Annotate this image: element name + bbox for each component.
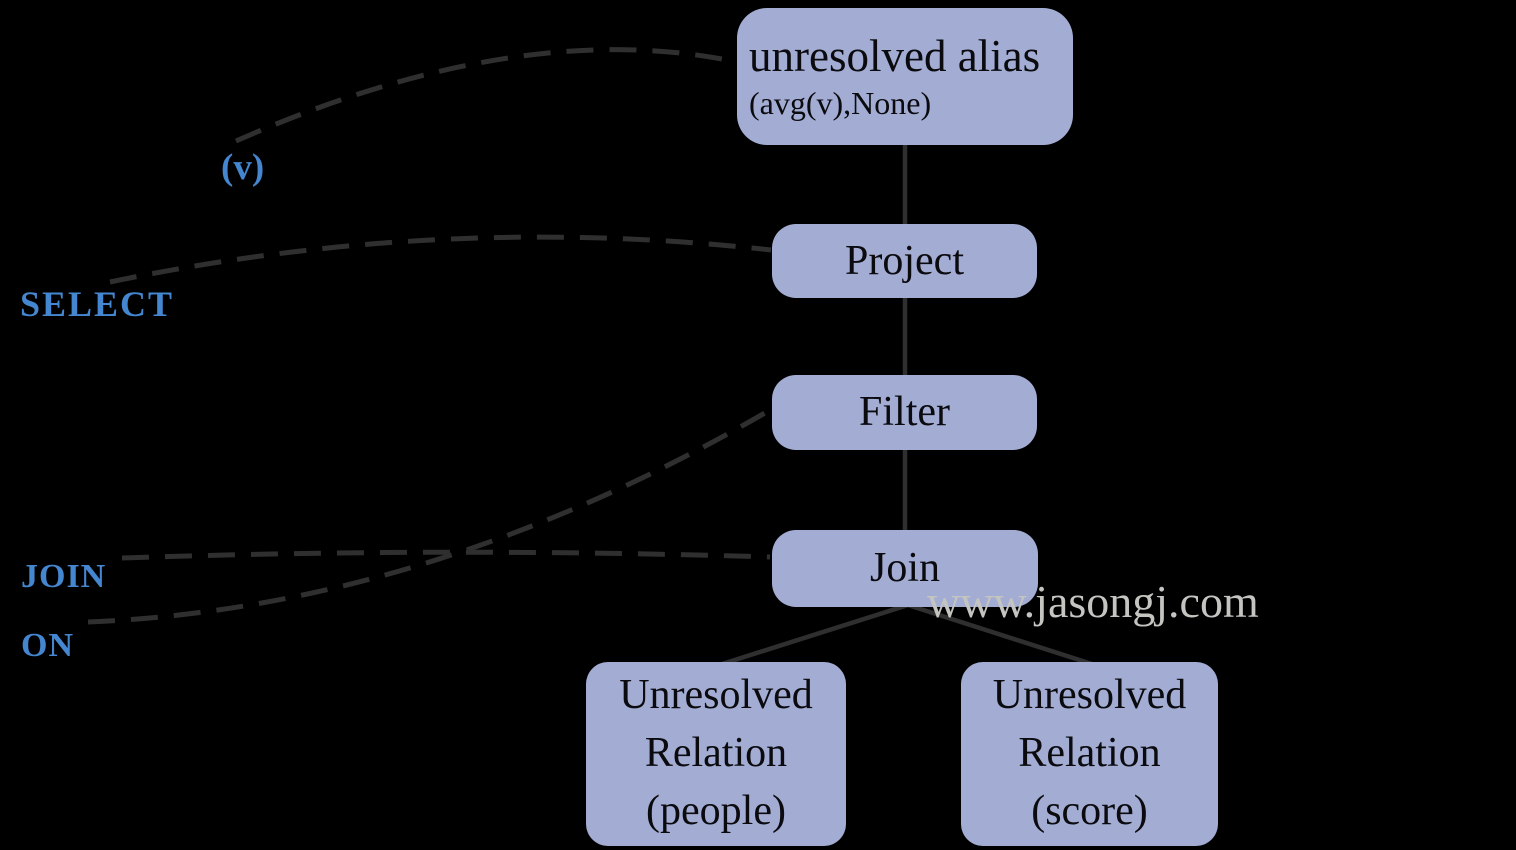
- annotation-join: JOIN: [21, 558, 107, 595]
- watermark-text: www.jasongj.com: [927, 576, 1259, 627]
- node-score-line3: (score): [1031, 787, 1148, 834]
- node-filter-label: Filter: [859, 389, 950, 436]
- node-project-label: Project: [845, 237, 964, 284]
- node-people-line2: Relation: [644, 730, 788, 777]
- node-score-line2: Relation: [1018, 730, 1161, 777]
- node-unresolved-alias-title: unresolved alias: [749, 31, 1041, 82]
- node-unresolved-relation-people: Unresolved Relation (people): [586, 662, 846, 846]
- node-unresolved-relation-score: Unresolved Relation (score): [961, 662, 1218, 846]
- node-join-label: Join: [869, 545, 940, 592]
- node-people-line3: (people): [646, 787, 786, 834]
- edge-join-people: [718, 602, 909, 668]
- node-unresolved-alias: unresolved alias (avg(v),None): [737, 8, 1073, 145]
- curve-join-to-join: [121, 549, 771, 561]
- curve-select-to-project: [109, 234, 772, 285]
- annotation-on: ON: [21, 627, 74, 664]
- annotation-v: (v): [221, 147, 265, 188]
- node-unresolved-alias-subtitle: (avg(v),None): [749, 84, 932, 121]
- annotation-select: SELECT: [20, 284, 175, 324]
- node-filter: Filter: [772, 375, 1037, 450]
- curve-v-to-alias: [234, 47, 738, 144]
- node-project: Project: [772, 224, 1037, 298]
- edge-join-score: [907, 602, 1096, 668]
- node-people-line1: Unresolved: [619, 672, 813, 719]
- node-score-line1: Unresolved: [992, 672, 1187, 719]
- node-join: Join: [772, 530, 1038, 607]
- curve-on-to-filter: [87, 407, 772, 625]
